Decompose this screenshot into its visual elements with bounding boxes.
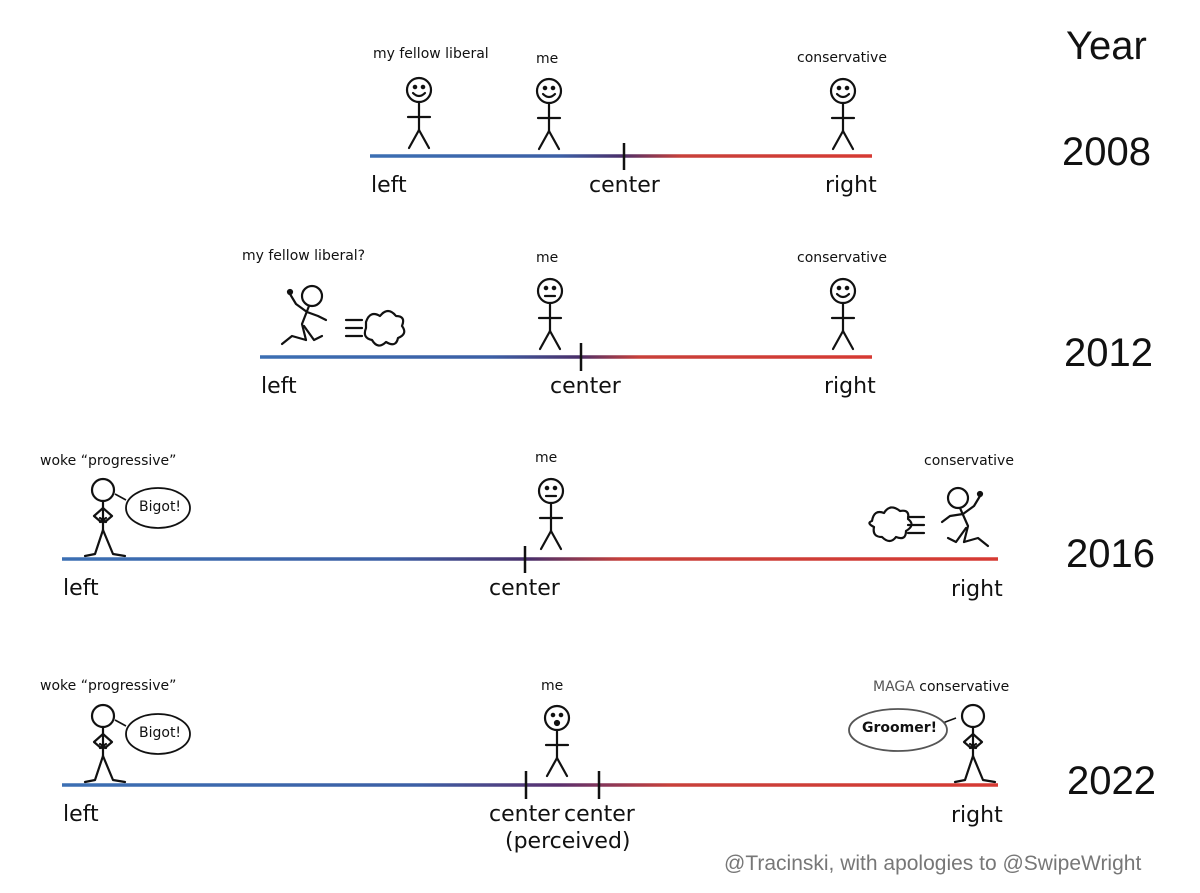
stick-figure-fellow-liberal	[405, 76, 433, 150]
axis-left-label: left	[371, 173, 407, 198]
label-fellow-liberal: my fellow liberal	[373, 46, 489, 62]
label-me: me	[541, 678, 564, 694]
axis-left-label: left	[63, 802, 99, 827]
bubble-text-bigot: Bigot!	[139, 499, 182, 515]
stick-figure-me	[536, 277, 564, 351]
year-2008: 2008	[1062, 130, 1151, 174]
row-2008-axis	[370, 143, 872, 170]
stick-figure-me-worried	[543, 704, 571, 778]
label-maga-conservative: MAGA conservative	[873, 679, 1009, 695]
label-me: me	[536, 250, 559, 266]
label-me: me	[535, 450, 558, 466]
dust-cloud-icon	[868, 506, 926, 543]
stick-figure-maga-conservative	[953, 703, 997, 784]
year-2022: 2022	[1067, 759, 1156, 803]
axis-right-label: right	[825, 173, 877, 198]
label-conservative: conservative	[797, 250, 887, 266]
axis-left-label: left	[63, 576, 99, 601]
row-2012-axis	[260, 343, 872, 371]
stick-figure-woke-progressive	[83, 477, 127, 558]
label-conservative: conservative	[924, 453, 1014, 469]
stick-figure-conservative	[829, 277, 857, 351]
axis-right-label: right	[951, 577, 1003, 602]
year-2016: 2016	[1066, 532, 1155, 576]
speech-bubble-bigot	[114, 487, 191, 529]
label-woke-progressive: woke “progressive”	[40, 678, 177, 694]
dust-cloud-icon	[344, 309, 406, 347]
axis-center-label: center	[489, 576, 560, 601]
axis-perceived-note: (perceived)	[505, 829, 631, 854]
stick-figure-me	[535, 77, 563, 151]
axis-center-label: center	[489, 802, 560, 827]
speech-bubble-groomer	[848, 708, 957, 752]
stick-figure-woke-progressive	[83, 703, 127, 784]
label-conservative: conservative	[797, 50, 887, 66]
axis-center-label: center	[550, 374, 621, 399]
axis-right-label: right	[951, 803, 1003, 828]
axis-perceived-center-label: center	[564, 802, 635, 827]
label-fellow-liberal-question: my fellow liberal?	[242, 248, 366, 264]
year-header: Year	[1066, 24, 1147, 68]
bubble-text-groomer: Groomer!	[862, 720, 938, 736]
row-2016-axis	[62, 546, 998, 573]
speech-bubble-bigot	[114, 713, 191, 755]
running-liberal-figure	[280, 284, 328, 346]
label-maga-prefix: MAGA	[873, 679, 915, 695]
axis-right-label: right	[824, 374, 876, 399]
stick-figure-me	[537, 477, 565, 551]
label-woke-progressive: woke “progressive”	[40, 453, 177, 469]
label-me: me	[536, 51, 559, 67]
stick-figure-conservative	[829, 77, 857, 151]
bubble-text-bigot: Bigot!	[139, 725, 182, 741]
axis-left-label: left	[261, 374, 297, 399]
label-conservative: conservative	[919, 679, 1010, 695]
axis-center-label: center	[589, 173, 660, 198]
row-2022-axis	[62, 771, 998, 799]
running-conservative-figure	[940, 486, 990, 548]
attribution-credit: @Tracinski, with apologies to @SwipeWrig…	[724, 852, 1142, 875]
year-2012: 2012	[1064, 331, 1153, 375]
